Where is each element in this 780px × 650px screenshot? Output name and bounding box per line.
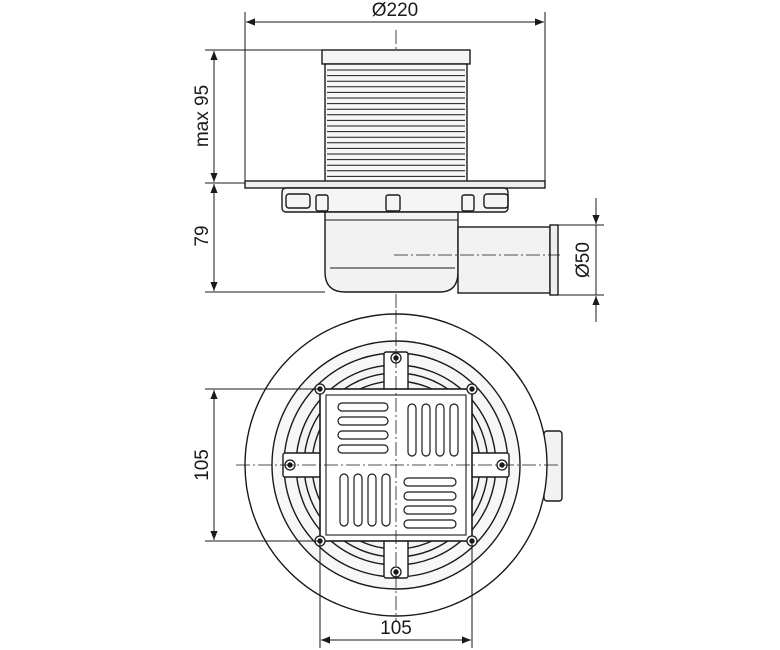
grate-slot	[367, 473, 377, 527]
grate-extension-cap	[321, 49, 471, 65]
grate-slot	[353, 473, 363, 527]
grate-slot	[337, 416, 389, 426]
grate-slot	[381, 473, 391, 527]
flange-plate	[244, 180, 546, 189]
flange-clip-1	[315, 194, 329, 212]
grate-slot	[407, 403, 417, 457]
grate-slot	[421, 403, 431, 457]
grate-slot	[403, 519, 457, 529]
grate-slot	[403, 505, 457, 515]
grate-slot	[403, 491, 457, 501]
flange-clip-3	[461, 194, 475, 212]
dimension-labels: Ø220 max 95 79 Ø50 105 105	[192, 0, 594, 639]
dimension-lines	[205, 12, 604, 648]
flange-clip-2	[385, 194, 401, 212]
grate-slot	[435, 403, 445, 457]
grate-slot	[403, 477, 457, 487]
grate-slot	[337, 430, 389, 440]
outlet-pipe	[457, 226, 551, 294]
label-height-body: 79	[192, 225, 213, 246]
side-view	[244, 30, 560, 310]
label-height-grate: max 95	[192, 85, 213, 147]
grate-extension-ribs	[327, 69, 465, 177]
top-view	[236, 310, 563, 622]
flange-clamp-left	[285, 193, 311, 209]
grate-slot	[339, 473, 349, 527]
label-grate-width: 105	[380, 618, 412, 639]
drain-body	[324, 211, 459, 293]
screw-center	[469, 386, 475, 392]
grate-slots	[337, 402, 459, 529]
grate-slot	[449, 403, 459, 457]
grate-slot	[337, 402, 389, 412]
label-diameter-top: Ø220	[372, 0, 418, 21]
outlet-pipe-end	[549, 224, 559, 296]
flange-clamp-right	[483, 193, 509, 209]
label-grate-height: 105	[192, 449, 213, 481]
label-diameter-outlet: Ø50	[573, 242, 594, 278]
grate-slot	[337, 444, 389, 454]
